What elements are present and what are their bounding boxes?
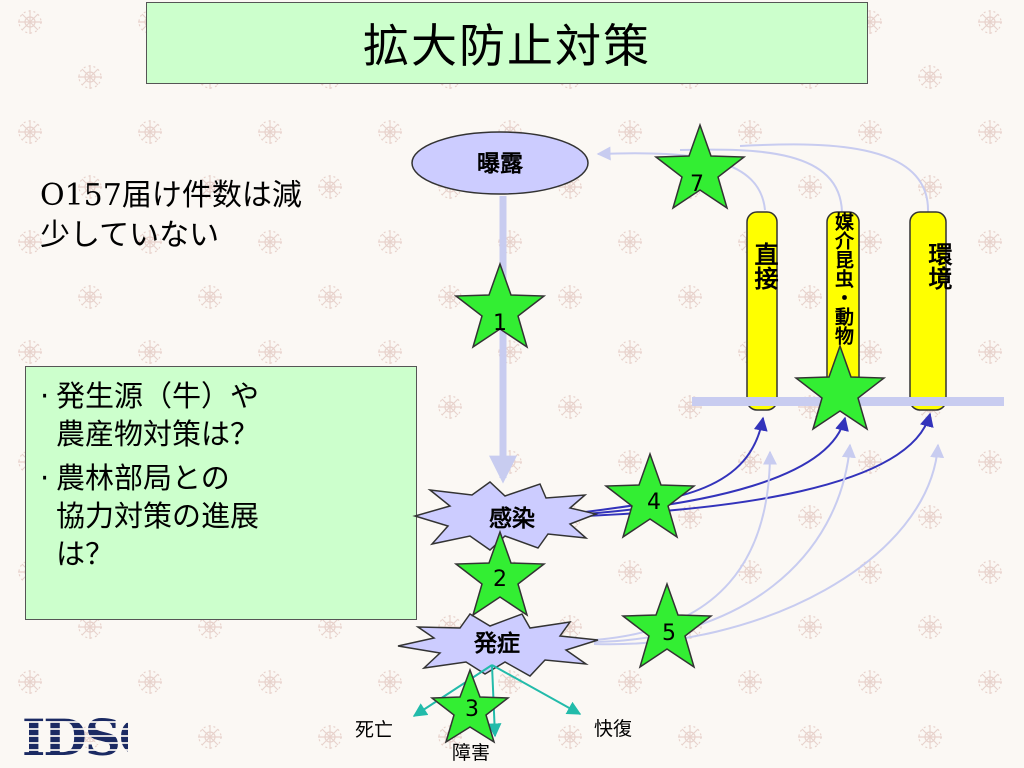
issue-item-source: 発生源（牛）や 農産物対策は？ [40, 377, 406, 453]
star-3: 3 [429, 667, 511, 744]
pillar-direct [746, 211, 778, 411]
pillar-label-vector: 媒介昆虫・動物 [832, 212, 855, 345]
star-2: 2 [453, 529, 547, 617]
infection-node: 感染 [412, 481, 599, 551]
infection-arrow [584, 416, 768, 513]
notice-line-1: O157届け件数は減 [40, 178, 302, 213]
pillar-label-environment: 環境 [924, 242, 952, 291]
star-7: 7 [653, 122, 747, 210]
star-label: 4 [647, 490, 661, 515]
feedback-curve [739, 143, 930, 213]
outcome-arrow-recovery [491, 664, 582, 715]
title-box: 拡大防止対策 [146, 2, 868, 84]
star-label: 3 [465, 697, 479, 722]
onset-label: 発症 [473, 630, 520, 657]
issue-line: 農林部局との [56, 461, 230, 495]
notice-text: O157届け件数は減 少していない [40, 176, 380, 256]
onset-node: 発症 [397, 613, 599, 677]
star-label: 5 [662, 621, 676, 646]
star-4: 4 [603, 451, 697, 539]
pillar-label-direct: 直接 [750, 242, 778, 291]
outcome-death: 死亡 [355, 719, 393, 741]
issue-item-cooperation: 農林部局との 協力対策の進展 は？ [40, 459, 406, 573]
route-pillars: 直接 媒介昆虫・動物 環境 [746, 211, 952, 411]
infection-label: 感染 [489, 505, 535, 532]
issue-line: 農産物対策は？ [56, 417, 260, 451]
page-title: 拡大防止対策 [363, 19, 651, 73]
star-1: 1 [453, 261, 547, 349]
star-label: 7 [690, 172, 704, 197]
star-label: 1 [493, 311, 507, 336]
issue-line: 協力対策の進展 [56, 499, 260, 533]
issue-line: は？ [56, 537, 115, 571]
onset-arrow [593, 443, 856, 643]
notice-line-2: 少していない [40, 218, 220, 253]
feedback-arrows [596, 143, 930, 213]
issues-box: 発生源（牛）や 農産物対策は？ 農林部局との 協力対策の進展 は？ [25, 366, 417, 620]
outcome-arrow-death [412, 664, 493, 717]
onset-arrow [593, 450, 777, 641]
control-stars: 7 1 4 2 5 3 [429, 122, 887, 744]
exposure-node: 曝露 [411, 131, 589, 195]
exposure-label: 曝露 [477, 151, 524, 177]
idsc-logo: IDSC [22, 716, 128, 760]
star-label: 2 [493, 567, 507, 592]
star-5: 5 [620, 581, 714, 669]
outcome-disability: 障害 [452, 742, 490, 764]
outcome-recovery: 快復 [594, 718, 632, 740]
star-vector [793, 343, 887, 431]
pillar-environment [909, 211, 947, 411]
issue-line: 発生源（牛）や [56, 379, 260, 413]
